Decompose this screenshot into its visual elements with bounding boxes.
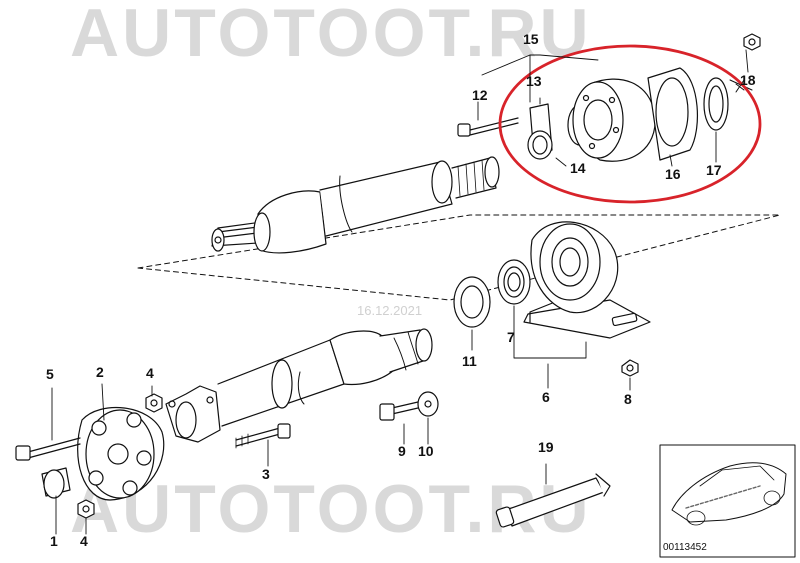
callout-4-lower: 4 — [80, 533, 88, 549]
callout-2: 2 — [96, 364, 104, 380]
callout-18: 18 — [740, 72, 756, 88]
bolt-9 — [379, 401, 419, 421]
callout-7: 7 — [507, 329, 515, 345]
clamp-14 — [527, 130, 553, 160]
dashed-reference-plane — [137, 214, 781, 301]
callout-3: 3 — [262, 466, 270, 482]
callout-16: 16 — [665, 166, 681, 182]
callout-8: 8 — [624, 391, 632, 407]
date-stamp: 16.12.2021 — [357, 303, 423, 318]
highlight-ring — [498, 44, 762, 204]
nut-18 — [743, 33, 761, 51]
callout-9: 9 — [398, 443, 406, 459]
callout-15: 15 — [523, 31, 539, 47]
nut-8 — [621, 359, 639, 377]
front-shaft-section — [165, 328, 433, 443]
rear-shaft-section — [211, 156, 500, 254]
callout-17: 17 — [706, 162, 722, 178]
callout-5: 5 — [46, 366, 54, 382]
washer-10 — [417, 391, 439, 417]
flex-disc-2 — [77, 407, 165, 501]
ball-bearing-7 — [497, 259, 531, 305]
ring-17 — [703, 77, 729, 131]
rear-shaft-joint — [257, 190, 327, 254]
watermark-top: AUTOTOOT.RU — [70, 0, 592, 71]
dust-shield-11 — [453, 276, 491, 328]
callout-4-upper: 4 — [146, 365, 154, 381]
nut-4-lower — [77, 499, 95, 519]
vehicle-inset — [659, 444, 796, 558]
rear-stub-end — [211, 228, 225, 252]
rear-shaft-tube — [319, 161, 453, 237]
callout-19: 19 — [538, 439, 554, 455]
callout-10: 10 — [418, 443, 434, 459]
callout-12: 12 — [472, 87, 488, 103]
bolt-12 — [457, 117, 519, 137]
callout-11: 11 — [462, 353, 477, 369]
bolt-5 — [15, 437, 81, 461]
sleeve-1 — [41, 467, 71, 499]
leader-lines — [51, 49, 749, 535]
callout-1: 1 — [50, 533, 58, 549]
center-bearing-6 — [453, 221, 651, 339]
diagram-id: 00113452 — [663, 542, 707, 553]
bolt-3 — [235, 423, 291, 449]
callout-6: 6 — [542, 389, 550, 405]
flex-disc-assembly — [527, 33, 761, 162]
callout-13: 13 — [526, 73, 542, 89]
callout-14: 14 — [570, 160, 586, 176]
nut-4-upper — [145, 393, 163, 413]
grease-tube-19 — [495, 473, 611, 528]
